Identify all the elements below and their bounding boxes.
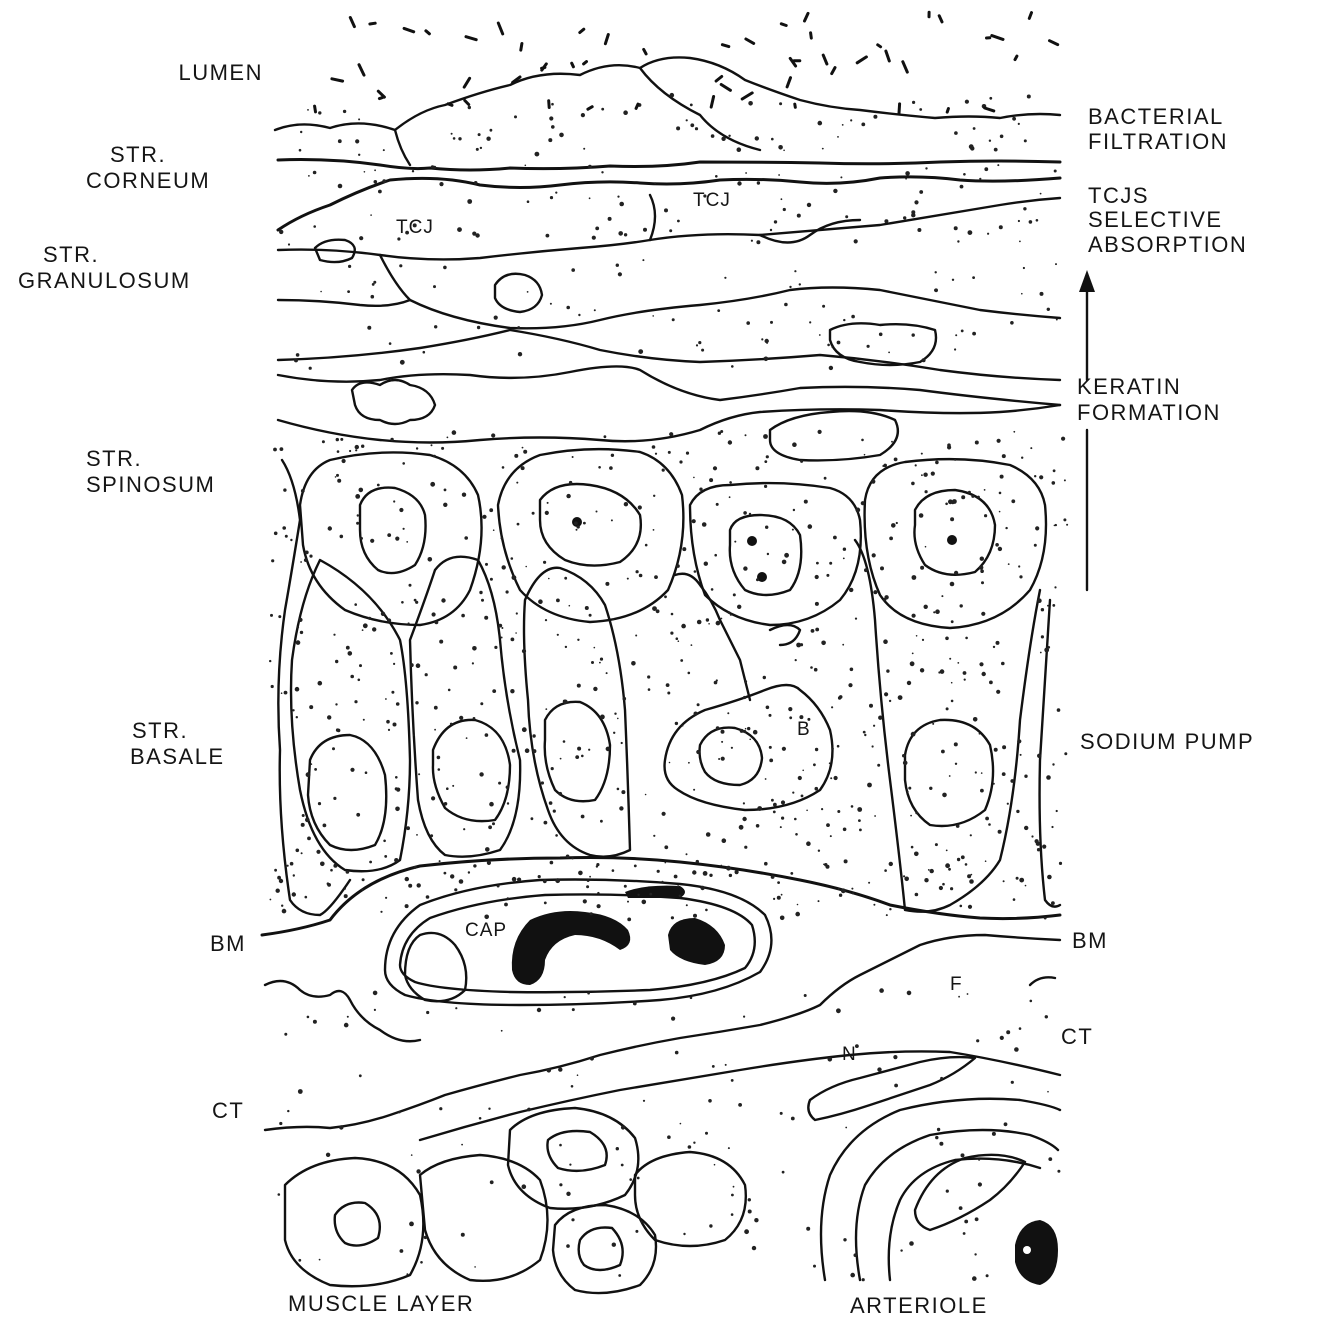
f-label: F xyxy=(950,972,963,997)
granulosum-line-5 xyxy=(278,366,1060,405)
tcj-label-b: TCJ xyxy=(693,188,731,213)
str-corneum-label-2: CORNEUM xyxy=(86,168,210,193)
basale-nucleus-4 xyxy=(905,720,993,826)
nucleolus-4 xyxy=(947,535,957,545)
spinosum-nucleus-1 xyxy=(360,488,426,573)
basal-b-nucleus xyxy=(700,728,762,785)
str-granulosum-label-1: STR. xyxy=(43,242,99,267)
bacterial-label-2: FILTRATION xyxy=(1088,129,1228,154)
lumen-label: LUMEN xyxy=(178,60,263,85)
str-spinosum-label-1: STR. xyxy=(86,446,142,471)
basale-nucleus-1 xyxy=(308,735,386,850)
corneum-inner-line xyxy=(395,68,760,165)
arteriole-label: ARTERIOLE xyxy=(850,1293,988,1318)
tcj-label-a: TCJ xyxy=(396,215,434,240)
str-corneum-label-1: STR. xyxy=(110,142,166,167)
nucleolus-2 xyxy=(747,536,757,546)
spinosum-cell-1 xyxy=(300,452,482,625)
bm-left-label: BM xyxy=(210,931,246,956)
spinosum-nucleus-2 xyxy=(540,484,641,566)
str-basale-label-2: BASALE xyxy=(130,744,225,769)
cap-label: CAP xyxy=(465,918,507,943)
nerve-bundle xyxy=(808,1057,975,1120)
basale-cell-5 xyxy=(855,540,1040,912)
basale-cell-1 xyxy=(278,460,350,915)
lumen-bacteria xyxy=(315,12,1058,113)
str-granulosum-label-2: GRANULOSUM xyxy=(18,268,191,293)
corneum-layer-line xyxy=(278,160,1060,170)
granulosum-line-3 xyxy=(278,195,860,306)
rbc-1 xyxy=(512,911,630,985)
ct-fibre-3 xyxy=(420,1051,1060,1140)
keratin-label-1: KERATIN xyxy=(1077,374,1181,399)
tcjs-label-3: ABSORPTION xyxy=(1088,232,1247,257)
muscle-cell-1 xyxy=(285,1158,423,1286)
ct-left-label: CT xyxy=(212,1098,244,1123)
capillary-nucleus xyxy=(625,886,685,898)
bm-right-label: BM xyxy=(1072,928,1108,953)
keratin-nucleus-1 xyxy=(352,380,435,424)
arteriole-rbc xyxy=(1015,1220,1058,1285)
keratin-arrowhead xyxy=(1079,270,1095,292)
basal-b-cell xyxy=(665,685,833,810)
str-spinosum-label-2: SPINOSUM xyxy=(86,472,215,497)
granulosum-line-2 xyxy=(380,255,1060,328)
sodium-pump-label: SODIUM PUMP xyxy=(1080,729,1254,754)
n-label: N xyxy=(842,1042,857,1067)
muscle-cell-2 xyxy=(420,1155,548,1281)
str-basale-label-1: STR. xyxy=(132,718,188,743)
basale-nucleus-2 xyxy=(433,720,510,821)
muscle-layer-label: MUSCLE LAYER xyxy=(288,1291,474,1316)
granulosum-nucleus-a xyxy=(495,274,542,312)
ct-fibre-4 xyxy=(1030,977,1055,985)
muscle-nucleus-1 xyxy=(335,1203,380,1246)
tcjs-label-1: TCJs xyxy=(1088,183,1149,208)
arteriole-lumen xyxy=(915,1155,1025,1230)
basale-cell-2 xyxy=(291,560,410,871)
keratin-nucleus-2 xyxy=(830,323,936,365)
muscle-nucleus-2 xyxy=(547,1131,606,1171)
muscle-cell-3 xyxy=(508,1108,638,1209)
basale-cell-4 xyxy=(524,568,630,857)
b-cell-label: B xyxy=(797,717,811,742)
capillary-cell xyxy=(405,933,466,1001)
granulosum-line-4 xyxy=(278,330,1060,380)
ct-right-label: CT xyxy=(1061,1024,1093,1049)
tcjs-label-2: SELECTIVE xyxy=(1088,207,1223,232)
bacterial-label-1: BACTERIAL xyxy=(1088,104,1224,129)
arteriole-dot xyxy=(1023,1246,1031,1254)
basale-cell-3 xyxy=(410,557,520,857)
basale-cell-6 xyxy=(1040,600,1060,907)
keratin-label-2: FORMATION xyxy=(1077,400,1221,425)
keratin-nucleus-3 xyxy=(770,411,898,460)
rbc-2 xyxy=(668,918,725,965)
muscle-nucleus-3 xyxy=(579,1228,623,1271)
